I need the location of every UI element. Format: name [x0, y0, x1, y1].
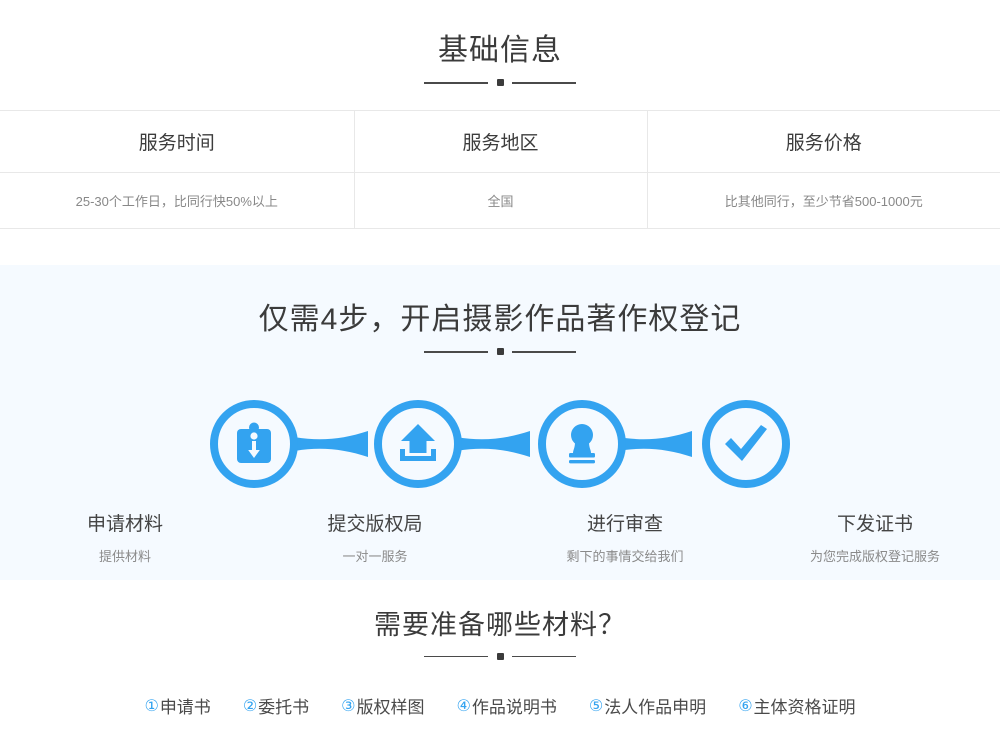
material-number: ⑤ — [588, 695, 604, 715]
step-label-title: 进行审查 — [586, 514, 663, 536]
step-label-title: 提交版权局 — [327, 514, 423, 536]
material-label: 委托书 — [258, 697, 310, 717]
table-row: 25-30个工作日，比同行快50%以上 全国 比其他同行，至少节省500-100… — [0, 172, 1000, 229]
list-item: ⑥ 主体资格证明 — [738, 693, 855, 718]
material-label: 申请书 — [159, 697, 211, 717]
table-header-service-region: 服务地区 — [354, 110, 648, 173]
basic-info-heading: 基础信息 — [438, 34, 562, 67]
basic-info-heading-block: 基础信息 — [0, 33, 1000, 89]
heading-ornament — [424, 77, 576, 89]
materials-list: ① 申请书 ② 委托书 ③ 版权样图 ④ 作品说明书 ⑤ 法人作品申明 ⑥ 主体… — [0, 693, 1000, 718]
list-item: ④ 作品说明书 — [457, 693, 557, 718]
material-number: ① — [144, 695, 159, 715]
step-3-label: 进行审查 剩下的事情交给我们 — [500, 511, 750, 565]
list-item: ① 申请书 — [144, 693, 210, 718]
material-label: 版权样图 — [356, 697, 425, 717]
table-header-row: 服务时间 服务地区 服务价格 — [0, 110, 1000, 173]
ornament-dot — [496, 79, 504, 87]
steps-diagram — [210, 394, 790, 494]
material-label: 作品说明书 — [471, 697, 557, 717]
heading-ornament — [424, 651, 576, 663]
material-number: ⑥ — [738, 695, 753, 715]
step-label-sub: 为您完成版权登记服务 — [809, 548, 940, 564]
table-header-service-price: 服务价格 — [647, 110, 1000, 173]
clipboard-download-icon — [234, 422, 274, 466]
upload-icon — [396, 423, 440, 465]
material-number: ② — [242, 695, 258, 715]
ornament-dot — [496, 652, 504, 660]
step-2-label: 提交版权局 一对一服务 — [250, 511, 500, 565]
ornament-dot — [496, 348, 504, 356]
step-label-title: 下发证书 — [836, 514, 913, 536]
material-label: 法人作品申明 — [604, 697, 707, 717]
step-circle-list — [210, 394, 790, 494]
ornament-bar-right — [512, 351, 576, 353]
materials-section: 需要准备哪些材料？ ① 申请书 ② 委托书 ③ 版权样图 ④ 作品说明 — [0, 610, 1000, 718]
ornament-bar-right — [512, 655, 576, 658]
ornament-bar-left — [424, 351, 488, 353]
steps-heading-block: 仅需4步，开启摄影作品著作权登记 — [0, 265, 1000, 358]
list-item: ② 委托书 — [243, 693, 309, 718]
table-cell-service-price: 比其他同行，至少节省500-1000元 — [647, 172, 1000, 229]
step-label-sub: 提供材料 — [98, 548, 151, 564]
material-number: ③ — [341, 695, 356, 715]
materials-heading: 需要准备哪些材料？ — [374, 610, 626, 640]
ornament-bar-right — [512, 82, 576, 84]
step-label-title: 申请材料 — [86, 514, 163, 536]
heading-ornament — [424, 346, 576, 358]
stamp-icon — [562, 422, 602, 466]
step-label-sub: 一对一服务 — [342, 548, 408, 564]
check-icon — [723, 424, 769, 464]
material-label: 主体资格证明 — [753, 697, 856, 717]
ornament-bar-left — [424, 82, 488, 84]
step-4-label: 下发证书 为您完成版权登记服务 — [750, 511, 1000, 565]
table-header-service-time: 服务时间 — [0, 110, 355, 173]
list-item: ③ 版权样图 — [341, 693, 424, 718]
list-item: ⑤ 法人作品申明 — [589, 693, 706, 718]
steps-section: 仅需4步，开启摄影作品著作权登记 — [0, 265, 1000, 580]
step-2-circle[interactable] — [374, 400, 462, 489]
steps-heading: 仅需4步，开启摄影作品著作权登记 — [258, 303, 742, 336]
table-cell-service-region: 全国 — [354, 172, 648, 229]
step-4-circle[interactable] — [702, 400, 790, 489]
materials-heading-block: 需要准备哪些材料？ — [0, 610, 1000, 663]
step-label-sub: 剩下的事情交给我们 — [566, 548, 684, 564]
table-cell-service-time: 25-30个工作日，比同行快50%以上 — [0, 172, 355, 229]
step-3-circle[interactable] — [538, 400, 626, 489]
ornament-bar-left — [424, 655, 488, 658]
step-label-list: 申请材料 提供材料 提交版权局 一对一服务 进行审查 剩下的事情交给我们 下发证… — [0, 511, 1000, 565]
step-1-label: 申请材料 提供材料 — [0, 511, 250, 565]
material-number: ④ — [456, 695, 471, 715]
basic-info-table: 服务时间 服务地区 服务价格 25-30个工作日，比同行快50%以上 全国 比其… — [0, 110, 1000, 229]
step-1-circle[interactable] — [210, 400, 298, 489]
